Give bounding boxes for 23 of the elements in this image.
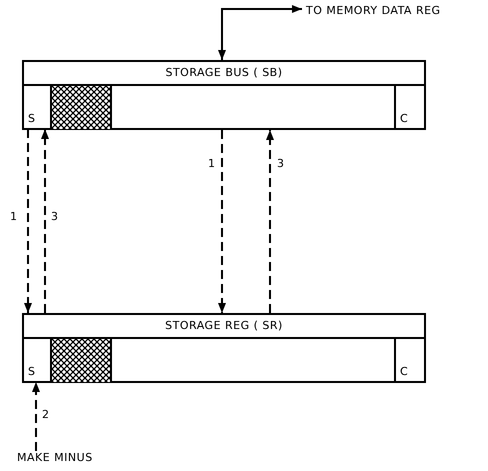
register-box [22, 60, 426, 130]
hatched-cell [52, 86, 112, 129]
edge-label: 3 [277, 157, 284, 170]
register-title: STORAGE BUS ( SB) [164, 66, 284, 79]
cell-label: S [28, 365, 35, 378]
cell-label: S [28, 112, 35, 125]
arrow [266, 130, 274, 313]
edge-label: 3 [51, 210, 58, 223]
arrow [218, 130, 226, 313]
edge-label: 1 [208, 157, 215, 170]
cell-label: C [400, 112, 408, 125]
arrow [32, 382, 40, 451]
edge-label: 1 [10, 210, 17, 223]
arrow [24, 129, 32, 313]
arrow [41, 129, 49, 313]
note-text: MAKE MINUS [17, 451, 93, 464]
note-text: TO MEMORY DATA REG [306, 4, 441, 17]
hatched-cell [52, 339, 112, 382]
arrow [218, 5, 302, 60]
cell-label: C [400, 365, 408, 378]
edge-label: 2 [42, 408, 49, 421]
register-box [22, 313, 426, 383]
register-title: STORAGE REG ( SR) [164, 319, 284, 332]
